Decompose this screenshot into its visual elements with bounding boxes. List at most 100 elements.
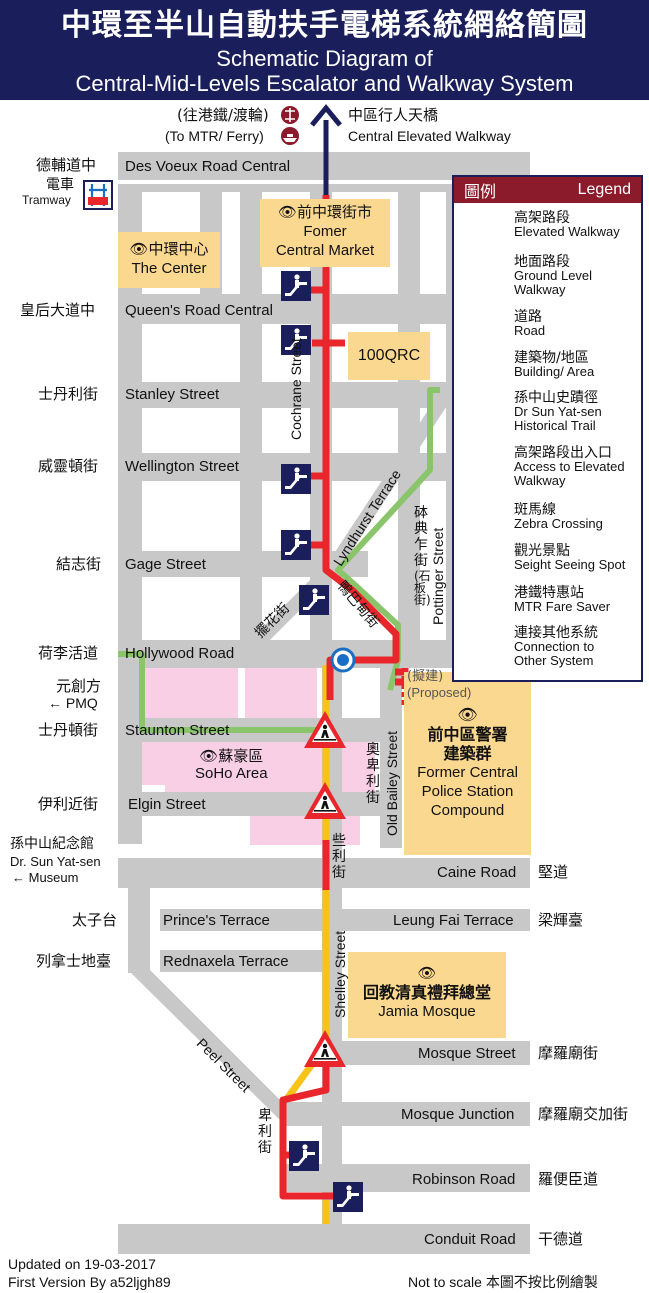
mtr-fare-saver-icon <box>330 647 356 673</box>
connection-arrow-top <box>310 104 342 195</box>
road-princes-en: Prince's Terrace <box>163 912 270 929</box>
road-stanley-en: Stanley Street <box>125 386 220 403</box>
legend-header: 圖例 Legend <box>454 177 641 203</box>
title-en-line2: Central-Mid-Levels Escalator and Walkway… <box>75 71 574 96</box>
road-lyndhurst <box>320 392 456 575</box>
escalator-access-icon <box>281 530 311 560</box>
mtr-ferry-icon <box>281 106 299 145</box>
road-conduit-en: Conduit Road <box>424 1231 516 1248</box>
road-pottinger-sub: (石板街) <box>414 569 431 607</box>
escalator-access-icon <box>289 1141 319 1171</box>
road-rednaxela <box>160 950 330 972</box>
road-peel-zh: 卑利街 <box>258 1108 272 1156</box>
escalator-access-icon <box>281 464 311 494</box>
center-title: 👁中環中心 <box>118 240 220 259</box>
sun-museum-en-1: Dr. Sun Yat-sen <box>10 854 101 869</box>
road-wellington-en: Wellington Street <box>125 458 239 475</box>
soho-label: 👁蘇豪區 SoHo Area <box>195 747 268 783</box>
mosque-en: Jamia Mosque <box>378 1003 476 1020</box>
title-en-line1: Schematic Diagram of <box>216 46 433 71</box>
road-old-bailey-zh: 奧卑利街 <box>366 742 380 806</box>
police-zh-2: 建築群 <box>443 744 492 763</box>
road-queens-en: Queen's Road Central <box>125 302 273 319</box>
pmq-en: PMQ <box>65 695 98 711</box>
road-wellington-zh: 威靈頓街 <box>38 457 99 475</box>
box-central-market: 👁前中環街市 Fomer Central Market <box>260 199 390 267</box>
road-robinson-zh: 羅便臣道 <box>538 1170 599 1188</box>
police-en-1: Former Central <box>417 764 518 781</box>
proposed-en: (Proposed) <box>407 685 472 700</box>
tram-label-en: Tramway <box>22 193 71 207</box>
road-rednaxela-zh: 列拿士地臺 <box>36 952 112 970</box>
eye-icon: 👁 <box>457 707 478 724</box>
mosque-zh: 回教清真禮拜總堂 <box>362 983 491 1002</box>
road-queens-zh: 皇后大道中 <box>20 301 96 319</box>
escalator-access-icon <box>333 1182 363 1212</box>
road-elgin-zh: 伊利近街 <box>38 795 99 813</box>
box-100qrc: 100QRC <box>348 332 430 380</box>
footer-scale-zh: 本圖不按比例繪製 <box>485 1275 598 1291</box>
road-mosque-street <box>330 1041 530 1065</box>
footer-scale-en: Not to scale <box>408 1274 482 1290</box>
market-title: 👁前中環街市 <box>260 203 390 222</box>
legend-title-zh: 圖例 <box>464 182 497 201</box>
title-zh: 中環至半山自動扶手電梯系統網絡簡圖 <box>61 8 588 43</box>
road-hollywood-en: Hollywood Road <box>125 645 235 662</box>
road-gage-zh: 結志街 <box>56 555 102 573</box>
road-princes-zh: 太子台 <box>72 911 118 929</box>
road-mosque-street-zh: 摩羅廟街 <box>538 1044 599 1062</box>
road-princes-terrace <box>160 909 530 931</box>
road-leung-fai-en: Leung Fai Terrace <box>393 912 514 929</box>
market-en-2: Central Market <box>275 242 375 259</box>
road-mosque-junction-zh: 摩羅廟交加街 <box>538 1105 629 1123</box>
road-caine-en: Caine Road <box>437 864 517 881</box>
eye-icon: 👁 <box>129 241 149 258</box>
pmq-zh: 元創方 <box>56 677 102 695</box>
police-en-3: Compound <box>430 802 505 819</box>
road-shelley-en: Shelley Street <box>332 930 348 1018</box>
police-zh-1: 前中區警署 <box>427 725 508 744</box>
road-old-bailey-en: Old Bailey Street <box>384 730 400 836</box>
road-conduit <box>118 1224 530 1254</box>
police-title: 👁 <box>404 706 531 725</box>
eye-icon: 👁 <box>277 204 298 221</box>
pmq-link: ← PMQ <box>48 695 98 711</box>
box-jamia-mosque: 👁 回教清真禮拜總堂 Jamia Mosque <box>348 952 506 1038</box>
center-zh: 中環中心 <box>148 240 209 258</box>
market-en-1: Fomer <box>303 223 347 240</box>
road-pottinger-zh: 砵典乍街 <box>414 505 428 569</box>
box-the-center: 👁中環中心 The Center <box>118 232 220 288</box>
road-old-bailey <box>380 668 402 848</box>
tram-icon <box>83 180 113 210</box>
road-des-voeux-en: Des Voeux Road Central <box>125 158 291 175</box>
center-en: The Center <box>131 260 207 277</box>
market-zh: 前中環街市 <box>297 203 373 221</box>
road-gage-en: Gage Street <box>125 556 206 573</box>
road-staunton-en: Staunton Street <box>125 722 230 739</box>
soho-en: SoHo Area <box>195 765 268 782</box>
tram-label-zh: 電車 <box>46 177 74 193</box>
road-conduit-zh: 干德道 <box>538 1230 584 1248</box>
road-rednaxela-en: Rednaxela Terrace <box>163 953 289 970</box>
escalator-access-icon <box>299 585 329 615</box>
soho-zh: 蘇豪區 <box>218 747 264 765</box>
title-banner: 中環至半山自動扶手電梯系統網絡簡圖 Schematic Diagram of C… <box>0 0 649 100</box>
footer-updated: Updated on 19-03-2017 <box>8 1256 156 1272</box>
road-shelley-zh: 些利街 <box>332 833 346 881</box>
road-hollywood-zh: 荷李活道 <box>38 644 99 662</box>
road-des-voeux-zh: 德輔道中 <box>36 156 97 174</box>
road-robinson-en: Robinson Road <box>412 1171 516 1188</box>
legend-title-en: Legend <box>577 181 631 198</box>
proposed-zh: (擬建) <box>407 669 444 684</box>
eye-icon: 👁 <box>417 965 437 982</box>
